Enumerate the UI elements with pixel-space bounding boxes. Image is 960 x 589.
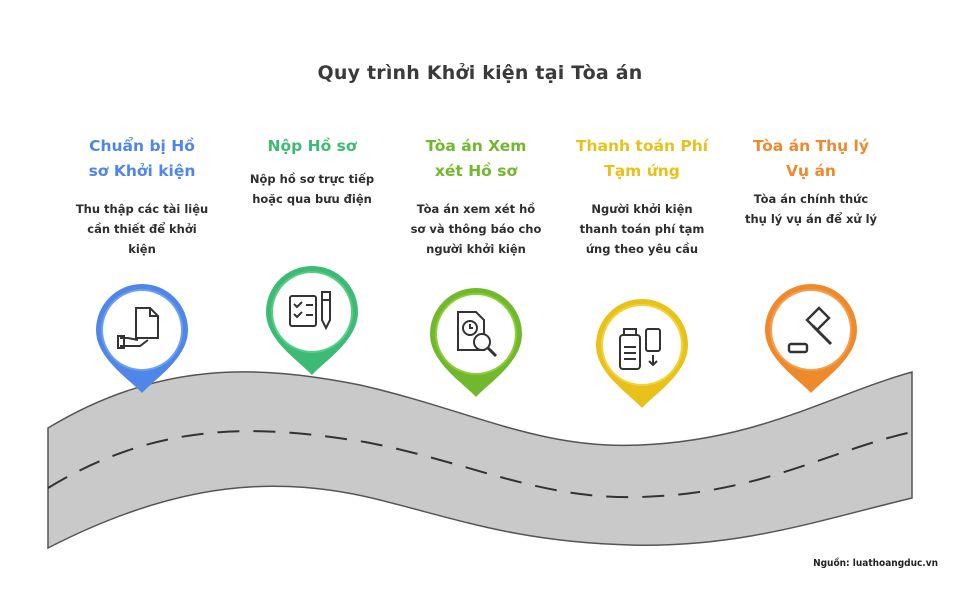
step-title-2: Nộp Hồ sơ: [227, 134, 397, 159]
page-title: Quy trình Khởi kiện tại Tòa án: [317, 62, 643, 84]
pin-marker-step-4: [596, 299, 688, 408]
gavel-icon: [787, 306, 833, 354]
pin-ring: [271, 271, 353, 353]
road-center-line: [47, 430, 913, 499]
document-search-icon: [457, 311, 498, 358]
step-title-line: Thanh toán Phí: [575, 137, 709, 155]
step-title-line: Chuẩn bị Hồ: [89, 137, 195, 155]
step-title-line: xét Hồ sơ: [434, 162, 518, 180]
step-description-1: Thu thập các tài liệu cần thiết để khởi ki…: [57, 199, 227, 259]
step-description-2: Nộp hồ sơ trực tiếp hoặc qua bưu điện: [227, 169, 397, 209]
step-description-line: thanh toán phí tạm: [579, 222, 705, 236]
pin-ring: [101, 289, 183, 371]
pin-marker-step-3: [430, 288, 522, 397]
pin-ring: [770, 289, 852, 371]
step-title-line: sơ Khởi kiện: [88, 162, 196, 180]
pin-ring: [435, 293, 517, 375]
step-description-line: hoặc qua bưu điện: [252, 192, 372, 206]
payment-terminal-icon: [619, 328, 661, 370]
hand-document-icon: [117, 307, 159, 349]
step-description-3: Tòa án xem xét hồ sơ và thông báo cho ngườ…: [391, 199, 561, 259]
step-description-line: Tòa án chính thức: [753, 192, 869, 206]
source-credit: Nguồn: luathoangduc.vn: [813, 558, 938, 569]
step-title-5: Tòa án Thụ lý Vụ án: [726, 134, 896, 184]
step-description-line: Người khởi kiện: [591, 202, 693, 216]
step-title-3: Tòa án Xem xét Hồ sơ: [391, 134, 561, 184]
step-description-line: người khởi kiện: [426, 242, 526, 256]
step-description-line: cần thiết để khởi: [87, 222, 197, 236]
road: [47, 371, 913, 550]
step-description-line: Tòa án xem xét hồ: [416, 202, 536, 216]
step-title-1: Chuẩn bị Hồ sơ Khởi kiện: [57, 134, 227, 184]
step-description-line: sơ và thông báo cho: [410, 222, 542, 236]
step-description-line: thụ lý vụ án để xử lý: [744, 212, 878, 226]
step-title-line: Tạm ứng: [604, 162, 680, 180]
checklist-pen-icon: [289, 291, 331, 331]
step-title-line: Tòa án Thụ lý: [753, 137, 869, 155]
step-description-line: Thu thập các tài liệu: [75, 202, 209, 216]
pin-marker-step-5: [765, 284, 857, 393]
step-title-line: Nộp Hồ sơ: [267, 137, 357, 155]
step-description-5: Tòa án chính thức thụ lý vụ án để xử lý: [726, 189, 896, 229]
step-description-line: kiện: [128, 242, 156, 256]
step-description-line: ứng theo yêu cầu: [585, 242, 699, 256]
step-title-line: Tòa án Xem: [425, 137, 527, 155]
step-description-4: Người khởi kiện thanh toán phí tạm ứng the…: [557, 199, 727, 259]
pin-ring: [601, 304, 683, 386]
pin-marker-step-2: [266, 266, 358, 375]
step-title-line: Vụ án: [786, 162, 836, 180]
step-description-line: Nộp hồ sơ trực tiếp: [249, 172, 375, 186]
pin-marker-step-1: [96, 284, 188, 393]
